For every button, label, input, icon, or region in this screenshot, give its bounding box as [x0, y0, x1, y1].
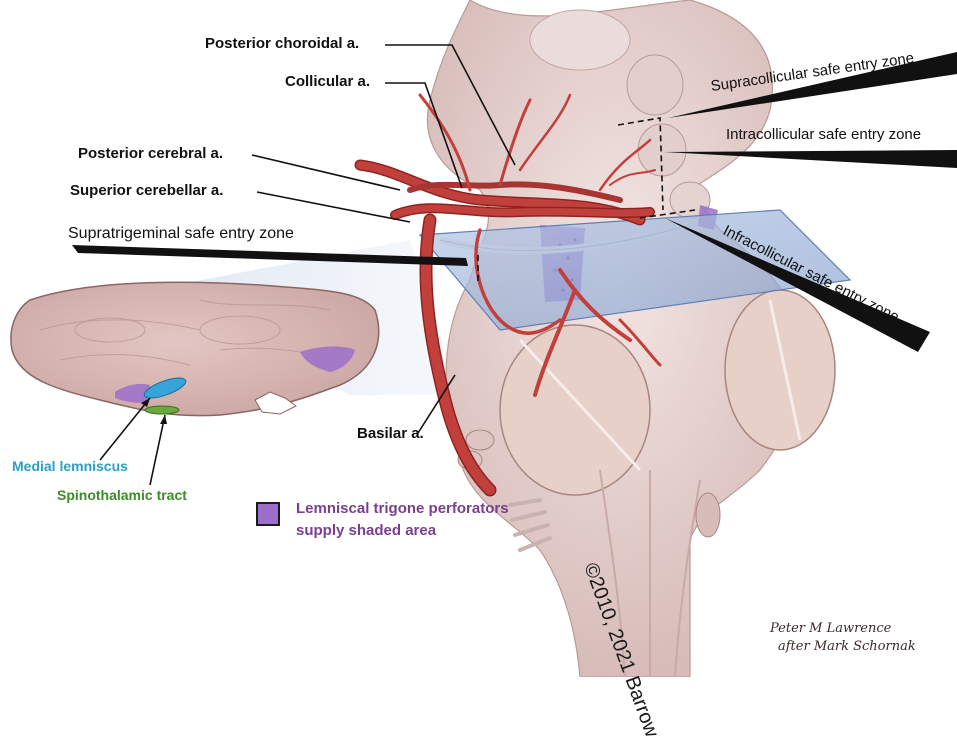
brainstem [426, 0, 836, 677]
label-intracollicular-zone: Intracollicular safe entry zone [726, 126, 922, 143]
intracollicular-arrow [664, 150, 957, 168]
label-collicular: Collicular a. [285, 73, 371, 90]
label-superior-cerebellar: Superior cerebellar a. [70, 182, 224, 199]
spinothalamic-shape [144, 405, 180, 415]
label-medial-lemniscus: Medial lemniscus [12, 458, 128, 474]
cross-section [10, 281, 380, 417]
medial-lemniscus-shape [143, 377, 187, 399]
label-spinothalamic-tract: Spinothalamic tract [57, 487, 187, 503]
label-basilar: Basilar a. [357, 425, 424, 442]
supracollicular-arrow [668, 52, 957, 118]
label-posterior-cerebral: Posterior cerebral a. [78, 145, 224, 162]
entry-zone-arrows [72, 52, 957, 352]
label-supratrigeminal-zone: Supratrigeminal safe entry zone [68, 225, 294, 242]
label-posterior-choroidal: Posterior choroidal a. [205, 35, 360, 52]
supratrigeminal-arrow [72, 245, 468, 266]
entry-zone-markers [477, 117, 696, 285]
artist-signature: Peter M Lawrence after Mark Schornak [770, 620, 916, 656]
slice-plane [418, 209, 852, 331]
leader-lines [99, 44, 516, 486]
legend-swatch [256, 502, 280, 526]
infracollicular-arrow [665, 218, 930, 352]
signature-line-1: Peter M Lawrence [770, 621, 892, 636]
legend-text: Lemniscal trigone perforators supply sha… [296, 500, 509, 539]
signature-line-2: after Mark Schornak [778, 639, 916, 654]
leader-arrowheads [141, 398, 167, 424]
brainstem-illustration [10, 0, 957, 677]
